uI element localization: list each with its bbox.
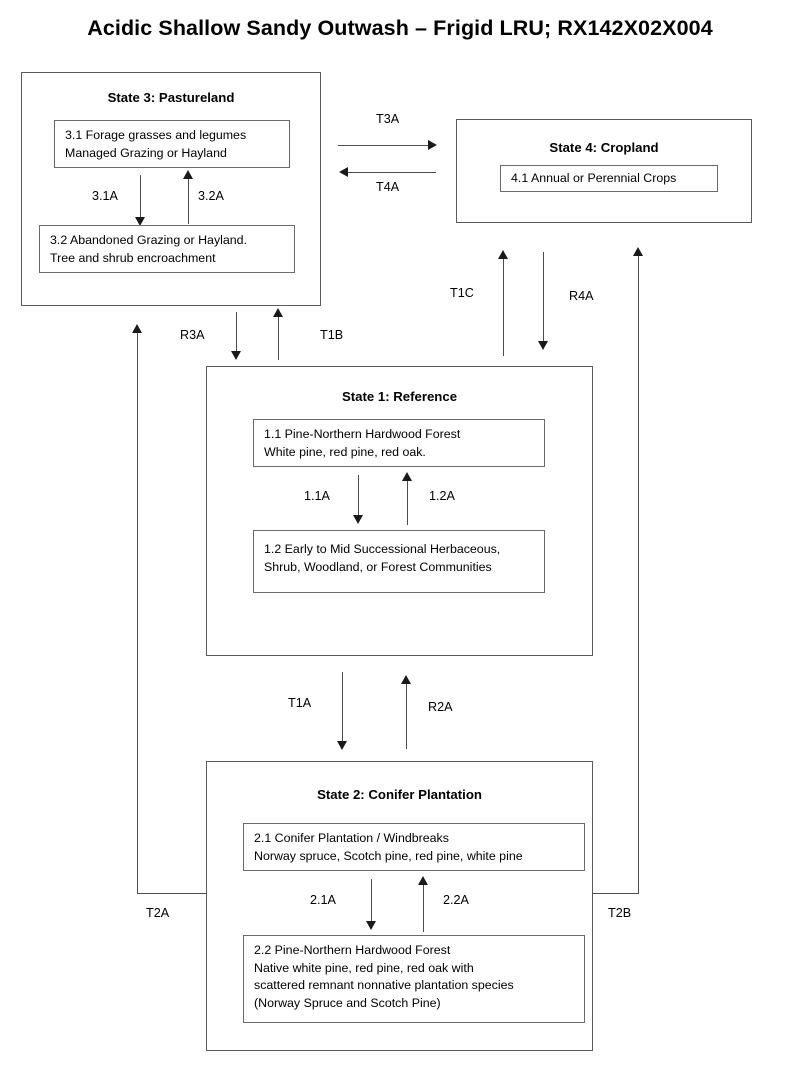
phase-2-2-line-2: Native white pine, red pine, red oak wit… <box>254 960 474 975</box>
arrow-t1a-line <box>342 672 343 744</box>
transition-label-2-2a: 2.2A <box>443 893 469 907</box>
arrow-r3a-line <box>236 312 237 354</box>
arrow-2-2a-head <box>418 876 428 885</box>
arrow-r2a-line <box>406 683 407 749</box>
transition-label-t2b: T2B <box>608 906 632 920</box>
arrow-2-1a-line <box>371 879 372 923</box>
arrow-t1c-line <box>503 258 504 356</box>
arrow-t2a-head <box>132 324 142 333</box>
transition-label-1-2a: 1.2A <box>429 489 455 503</box>
arrow-t4a-line <box>348 172 436 173</box>
phase-3-1-line-2: Managed Grazing or Hayland <box>65 145 227 160</box>
phase-box-1-2: 1.2 Early to Mid Successional Herbaceous… <box>253 530 545 593</box>
arrow-t1a-head <box>337 741 347 750</box>
transition-label-3-2a: 3.2A <box>198 189 224 203</box>
arrow-r4a-line <box>543 252 544 344</box>
arrow-t2b-hline <box>592 893 639 894</box>
phase-3-1-line-1: 3.1 Forage grasses and legumes <box>65 128 247 142</box>
phase-1-1-line-1: 1.1 Pine-Northern Hardwood Forest <box>264 427 461 441</box>
arrow-3-2a-line <box>188 178 189 224</box>
arrow-t3a-head <box>428 140 437 150</box>
transition-label-r3a: R3A <box>180 328 205 342</box>
page-title: Acidic Shallow Sandy Outwash – Frigid LR… <box>87 16 713 40</box>
phase-box-3-1: 3.1 Forage grasses and legumes Managed G… <box>54 120 290 168</box>
state-box-state4: State 4: Cropland 4.1 Annual or Perennia… <box>456 119 752 223</box>
arrow-1-1a-line <box>358 475 359 517</box>
state-box-state2: State 2: Conifer Plantation 2.1 Conifer … <box>206 761 593 1051</box>
phase-1-2-line-1: 1.2 Early to Mid Successional Herbaceous… <box>264 542 501 556</box>
state3-title: State 3: Pastureland <box>107 90 235 105</box>
arrow-t4a-head <box>339 167 348 177</box>
arrow-t3a-line <box>338 145 429 146</box>
transition-label-r2a: R2A <box>428 700 453 714</box>
transition-label-t1b: T1B <box>320 328 344 342</box>
phase-box-4-1: 4.1 Annual or Perennial Crops <box>500 165 718 192</box>
transition-label-t4a: T4A <box>376 180 400 194</box>
transition-label-r4a: R4A <box>569 289 594 303</box>
phase-4-1-line-1: 4.1 Annual or Perennial Crops <box>511 171 677 185</box>
state1-title: State 1: Reference <box>341 389 458 404</box>
phase-box-2-2: 2.2 Pine-Northern Hardwood Forest Native… <box>243 935 585 1023</box>
arrow-t1b-line <box>278 316 279 360</box>
transition-label-2-1a: 2.1A <box>310 893 336 907</box>
arrow-3-1a-line <box>140 175 141 219</box>
arrow-t1c-head <box>498 250 508 259</box>
arrow-3-1a-head <box>135 217 145 226</box>
phase-2-2-line-3: scattered remnant nonnative plantation s… <box>254 978 514 993</box>
phase-3-2-line-2: Tree and shrub encroachment <box>50 250 216 265</box>
arrow-1-1a-head <box>353 515 363 524</box>
transition-label-t1c: T1C <box>450 286 474 300</box>
arrow-t2a-vline <box>137 332 138 894</box>
phase-2-2-line-1: 2.2 Pine-Northern Hardwood Forest <box>254 943 451 957</box>
state2-title: State 2: Conifer Plantation <box>317 787 482 802</box>
arrow-t2a-hline <box>137 893 207 894</box>
arrow-1-2a-head <box>402 472 412 481</box>
state-box-state3: State 3: Pastureland 3.1 Forage grasses … <box>21 72 321 306</box>
arrow-r3a-head <box>231 351 241 360</box>
arrow-2-1a-head <box>366 921 376 930</box>
phase-3-2-line-1: 3.2 Abandoned Grazing or Hayland. <box>50 233 248 247</box>
transition-label-t2a: T2A <box>146 906 170 920</box>
arrow-t1b-head <box>273 308 283 317</box>
phase-box-3-2: 3.2 Abandoned Grazing or Hayland. Tree a… <box>39 225 295 273</box>
transition-label-t1a: T1A <box>288 696 312 710</box>
phase-2-1-line-2: Norway spruce, Scotch pine, red pine, wh… <box>254 848 523 863</box>
arrow-r2a-head <box>401 675 411 684</box>
state-box-state1: State 1: Reference 1.1 Pine-Northern Har… <box>206 366 593 656</box>
transition-label-3-1a: 3.1A <box>92 189 118 203</box>
phase-box-2-1: 2.1 Conifer Plantation / Windbreaks Norw… <box>243 823 585 871</box>
transition-label-t3a: T3A <box>376 112 400 126</box>
transition-label-1-1a: 1.1A <box>304 489 330 503</box>
arrow-2-2a-line <box>423 884 424 932</box>
arrow-1-2a-line <box>407 480 408 525</box>
phase-1-1-line-2: White pine, red pine, red oak. <box>264 444 426 459</box>
arrow-3-2a-head <box>183 170 193 179</box>
phase-box-1-1: 1.1 Pine-Northern Hardwood Forest White … <box>253 419 545 467</box>
state4-title: State 4: Cropland <box>549 140 659 155</box>
phase-1-2-line-2: Shrub, Woodland, or Forest Communities <box>264 559 492 574</box>
arrow-t2b-vline <box>638 255 639 894</box>
phase-2-2-line-4: (Norway Spruce and Scotch Pine) <box>254 995 441 1010</box>
arrow-t2b-head <box>633 247 643 256</box>
arrow-r4a-head <box>538 341 548 350</box>
phase-2-1-line-1: 2.1 Conifer Plantation / Windbreaks <box>254 831 449 845</box>
